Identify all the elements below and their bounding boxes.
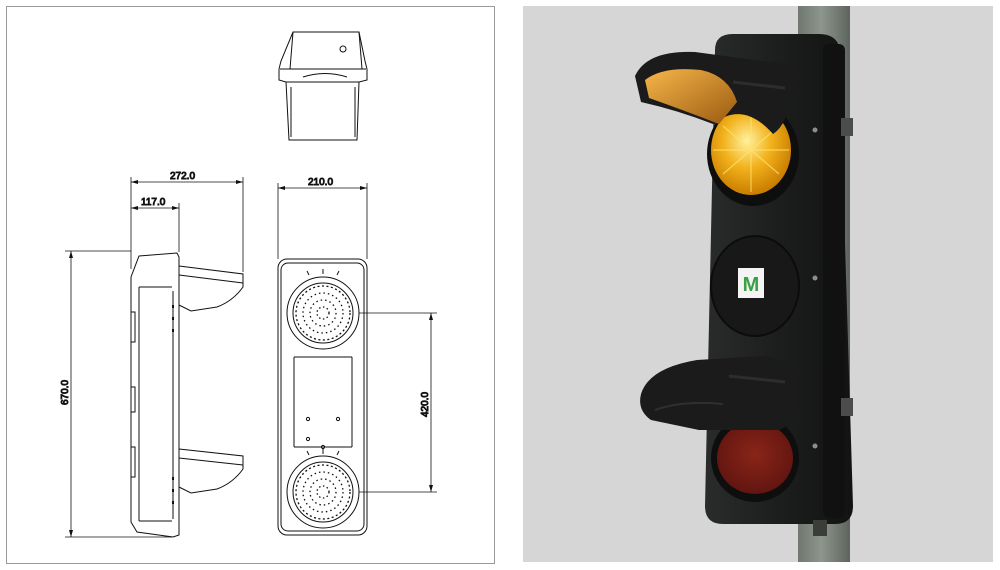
dim-overall-depth: 272.0 <box>170 171 195 182</box>
upper-visor <box>635 51 794 134</box>
brand-logo-letter: M <box>743 274 760 296</box>
top-view <box>278 31 368 141</box>
front-view <box>277 258 368 536</box>
lower-visor <box>640 356 799 430</box>
dim-lamp-spacing: 420.0 <box>420 392 431 417</box>
red-lamp <box>717 422 793 494</box>
dim-width: 210.0 <box>308 177 333 188</box>
product-photo-panel: M <box>523 6 993 562</box>
technical-drawing-panel: 272.0 117.0 210.0 670.0 420.0 <box>6 6 495 564</box>
side-view <box>130 252 244 538</box>
dim-body-depth: 117.0 <box>141 197 166 208</box>
dimension-arrows <box>69 180 433 537</box>
brand-logo <box>738 268 764 298</box>
dimension-lines <box>65 177 437 538</box>
traffic-signal-photo: M <box>635 6 853 562</box>
technical-drawing: 272.0 117.0 210.0 670.0 420.0 <box>60 31 437 538</box>
dim-height: 670.0 <box>60 380 71 405</box>
